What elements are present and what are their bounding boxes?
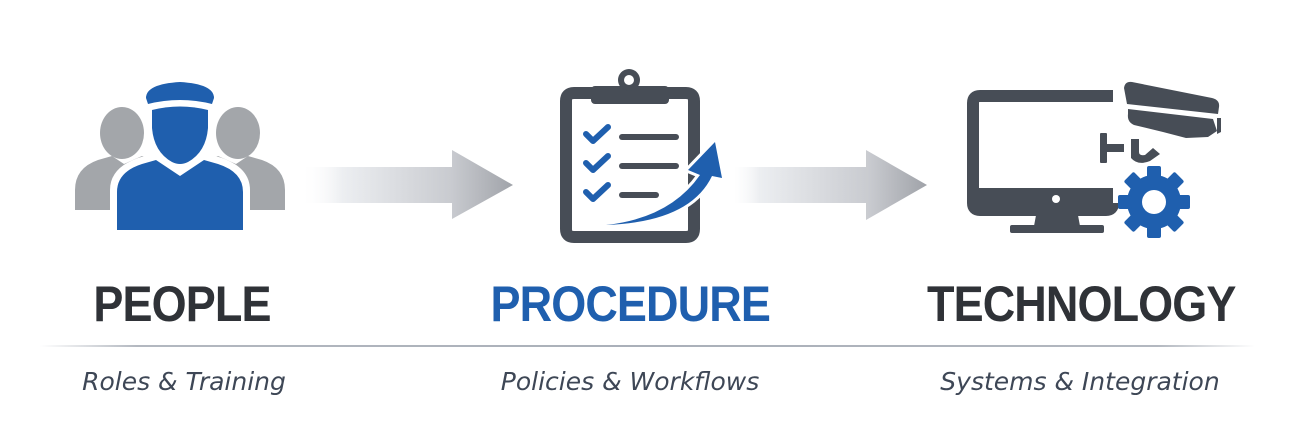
clipboard-clip [591, 86, 669, 104]
gear-icon [1118, 166, 1190, 238]
clipboard-board [560, 87, 700, 243]
clipboard-checklist-growth-icon [560, 69, 725, 243]
arrow-right-icon [305, 150, 513, 219]
officer-icon [117, 82, 243, 230]
checklist-lines [619, 134, 679, 198]
divider-line [40, 345, 1255, 347]
monitor-camera-gear-icon [967, 81, 1221, 238]
column-subtitle-people: Roles & Training [82, 367, 286, 396]
column-subtitle-procedure: Policies & Workflows [500, 367, 760, 396]
arrow-right-icon [735, 150, 927, 220]
growth-arrow-icon [606, 142, 722, 225]
column-subtitle-technology: Systems & Integration [940, 367, 1220, 396]
column-title-technology: TECHNOLOGY [927, 276, 1236, 332]
monitor-icon [967, 90, 1119, 233]
column-title-people: PEOPLE [93, 276, 271, 332]
checkmarks [583, 124, 611, 202]
people-officer-icon [75, 82, 285, 232]
camera-mount [1100, 133, 1160, 163]
column-title-procedure: PROCEDURE [490, 276, 771, 332]
security-camera-icon [1124, 81, 1221, 138]
